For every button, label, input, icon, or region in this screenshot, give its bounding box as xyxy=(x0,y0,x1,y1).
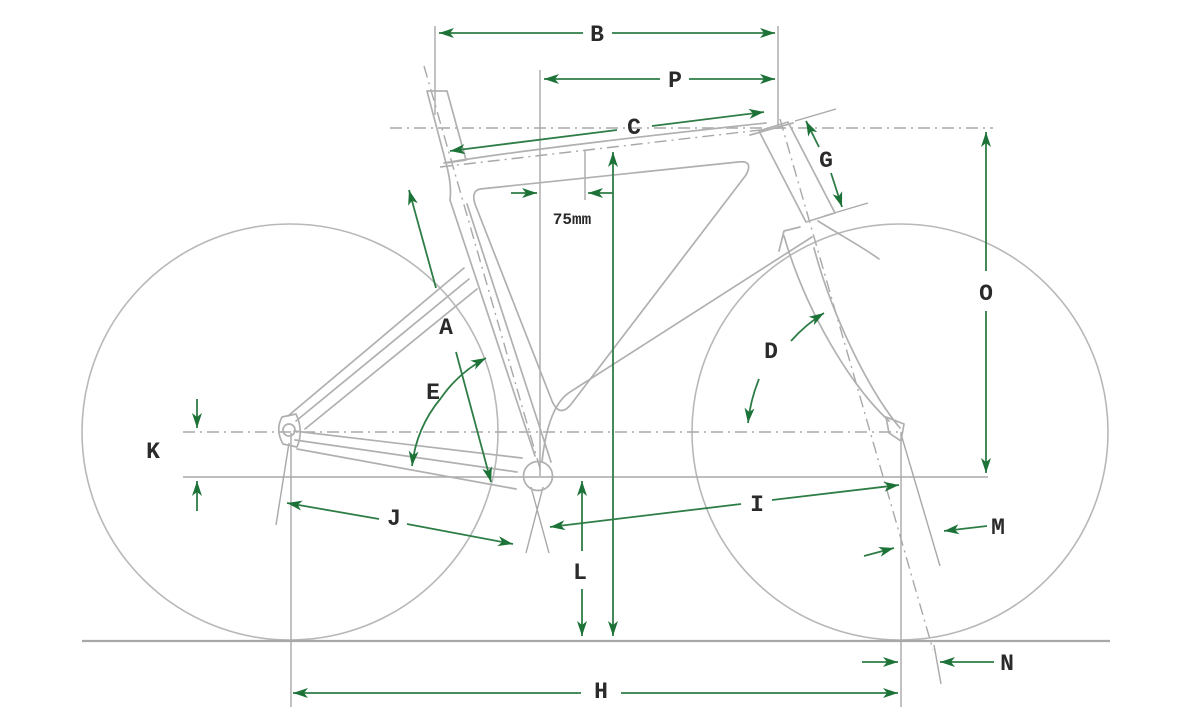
dim-label-k: K xyxy=(146,439,160,465)
dim-label-l: L xyxy=(573,560,587,586)
fork-trailing-edge xyxy=(813,247,901,429)
toptube-upper-edge xyxy=(443,122,767,164)
dim-label-i: I xyxy=(750,492,764,518)
reference-lines xyxy=(183,26,993,707)
front-wheel xyxy=(691,223,1109,641)
seatpost xyxy=(426,90,467,164)
fork-crown-notch xyxy=(778,226,801,252)
toptube-axis-line xyxy=(439,127,779,168)
dim-label-b: B xyxy=(590,22,604,48)
setback-label: 75mm xyxy=(553,211,592,229)
dim-label-n: N xyxy=(1000,651,1014,677)
dim-line-g-lower xyxy=(830,172,843,208)
dim-arc-d-upper xyxy=(790,312,825,342)
dim-line-g-upper xyxy=(805,120,820,148)
dim-label-m: M xyxy=(991,515,1005,541)
dim-label-p: P xyxy=(668,68,682,94)
main-triangle-cutout xyxy=(472,160,750,412)
frame-outline xyxy=(277,90,905,492)
chainstay-lower-edge xyxy=(296,448,517,490)
dim-label-h: H xyxy=(594,679,608,705)
rear-dropout xyxy=(277,413,302,448)
trail-tick xyxy=(933,644,942,685)
dim-line-c-left xyxy=(449,129,618,155)
downtube-lower-edge xyxy=(541,236,813,463)
dim-line-a-upper xyxy=(408,189,437,289)
chainstay-inner-line xyxy=(294,439,518,473)
seattube-front-edge xyxy=(449,199,536,457)
fork-leading-edge xyxy=(783,235,890,422)
dim-arc-d-lower xyxy=(744,378,760,424)
dim-label-j: J xyxy=(387,506,401,532)
seatstay-inner-line xyxy=(295,278,470,422)
fork-crown-shoulder xyxy=(817,220,880,260)
dim-line-c-right xyxy=(651,108,765,127)
dim-line-j-right xyxy=(406,523,514,547)
bottom-bracket xyxy=(522,460,554,492)
seat-cluster-edge xyxy=(445,162,452,201)
front-dropout xyxy=(885,416,905,442)
seattube-axis-line xyxy=(423,65,542,473)
dim-line-j-left xyxy=(286,500,380,520)
rear-axle-hole xyxy=(282,423,296,437)
seatstay-lower-edge xyxy=(304,288,478,430)
dim-line-i-right xyxy=(771,481,900,501)
fork-offset-line xyxy=(900,433,941,567)
dim-label-e: E xyxy=(426,380,440,406)
dim-label-a: A xyxy=(439,315,453,341)
headtube-top-tick xyxy=(794,108,837,122)
rear-dropout-tick xyxy=(275,442,290,526)
headtube xyxy=(758,121,836,223)
dim-line-m-leader xyxy=(943,524,988,535)
seatstay-upper-edge xyxy=(287,267,465,417)
dim-label-c: C xyxy=(627,115,641,141)
dim-label-g: G xyxy=(819,148,833,174)
dim-label-o: O xyxy=(979,281,993,307)
dim-line-a-lower xyxy=(455,351,492,483)
seattube-rear-edge xyxy=(466,203,552,463)
headtube-top-cap xyxy=(749,122,794,136)
dim-label-d: D xyxy=(764,339,778,365)
dim-arc-e-upper xyxy=(440,357,487,399)
bb-tick-left xyxy=(525,486,544,554)
steering-axis-line xyxy=(779,118,934,651)
dimension-labels: B P C G A E D O K J I L M N H 75mm xyxy=(146,22,1014,705)
bb-tick-right xyxy=(530,486,550,554)
dimension-lines xyxy=(192,28,994,698)
dim-line-m-opposite xyxy=(863,547,895,557)
dim-arc-e-lower xyxy=(408,397,442,467)
